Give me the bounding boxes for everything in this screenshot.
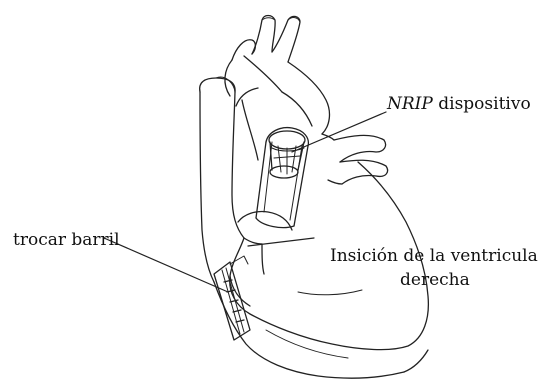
aortic-arch <box>225 16 330 135</box>
leader-line-nrip <box>292 112 386 152</box>
label-incision-line1: Insición de la ventricula <box>330 244 538 268</box>
pulmonary-veins <box>322 134 388 184</box>
nrip-device <box>269 131 305 178</box>
label-trocar-barrel: trocar barril <box>13 232 120 249</box>
label-nrip-device: NRIP dispositivo <box>387 96 531 113</box>
label-incision-line2: derecha <box>330 268 538 292</box>
label-nrip-italic: NRIP <box>387 94 433 114</box>
leader-line-incision <box>248 238 314 246</box>
leader-line-trocar <box>104 238 228 292</box>
label-incision: Insición de la ventricula derecha <box>330 244 538 292</box>
label-nrip-rest: dispositivo <box>433 94 531 114</box>
trocar-barrel <box>214 256 250 340</box>
vena-cava <box>200 77 244 282</box>
right-ventricle-region <box>238 211 292 274</box>
